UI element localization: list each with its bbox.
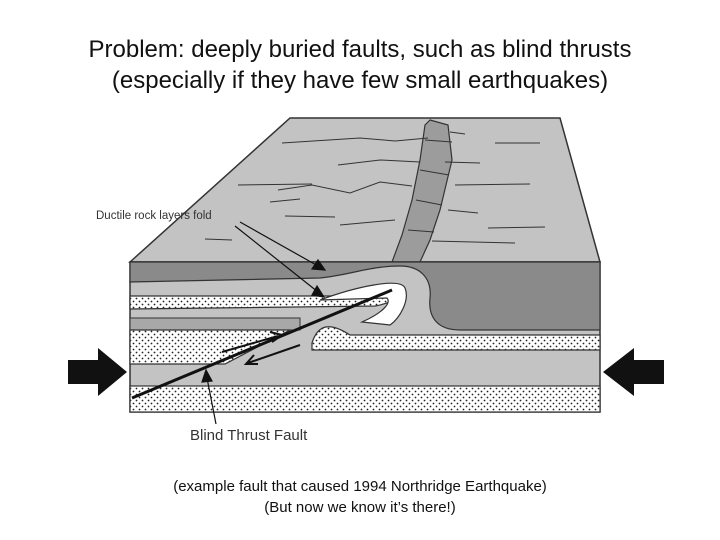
middle-band — [129, 317, 301, 331]
surface-contours — [204, 131, 546, 244]
block-top-surface — [128, 117, 601, 263]
caption-line-1: (example fault that caused 1994 Northrid… — [173, 478, 547, 495]
fault-label-pointer — [201, 368, 217, 425]
slide-caption: (example fault that caused 1994 Northrid… — [0, 476, 720, 518]
compression-arrow-left — [68, 348, 127, 396]
block-front-face — [129, 261, 601, 413]
slip-arrow-lower — [243, 344, 301, 365]
dotted-layer-west — [129, 329, 291, 365]
fault-label: Blind Thrust Fault — [190, 427, 308, 444]
title-line-2: (especially if they have few small earth… — [111, 67, 609, 94]
folded-dark-layer — [129, 261, 601, 331]
ductile-label-pointers — [234, 221, 327, 298]
fault-line — [131, 288, 393, 400]
dotted-layer-bottom — [129, 385, 601, 413]
dotted-layer-east — [311, 326, 601, 351]
compression-arrow-right — [603, 348, 664, 396]
ductile-label: Ductile rock layers fold — [96, 210, 212, 222]
caption-line-2: (But now we know it’s there!) — [264, 499, 456, 516]
slip-arrow-upper — [221, 331, 285, 353]
slide-title: Problem: deeply buried faults, such as b… — [0, 34, 720, 96]
title-line-1: Problem: deeply buried faults, such as b… — [88, 36, 632, 63]
